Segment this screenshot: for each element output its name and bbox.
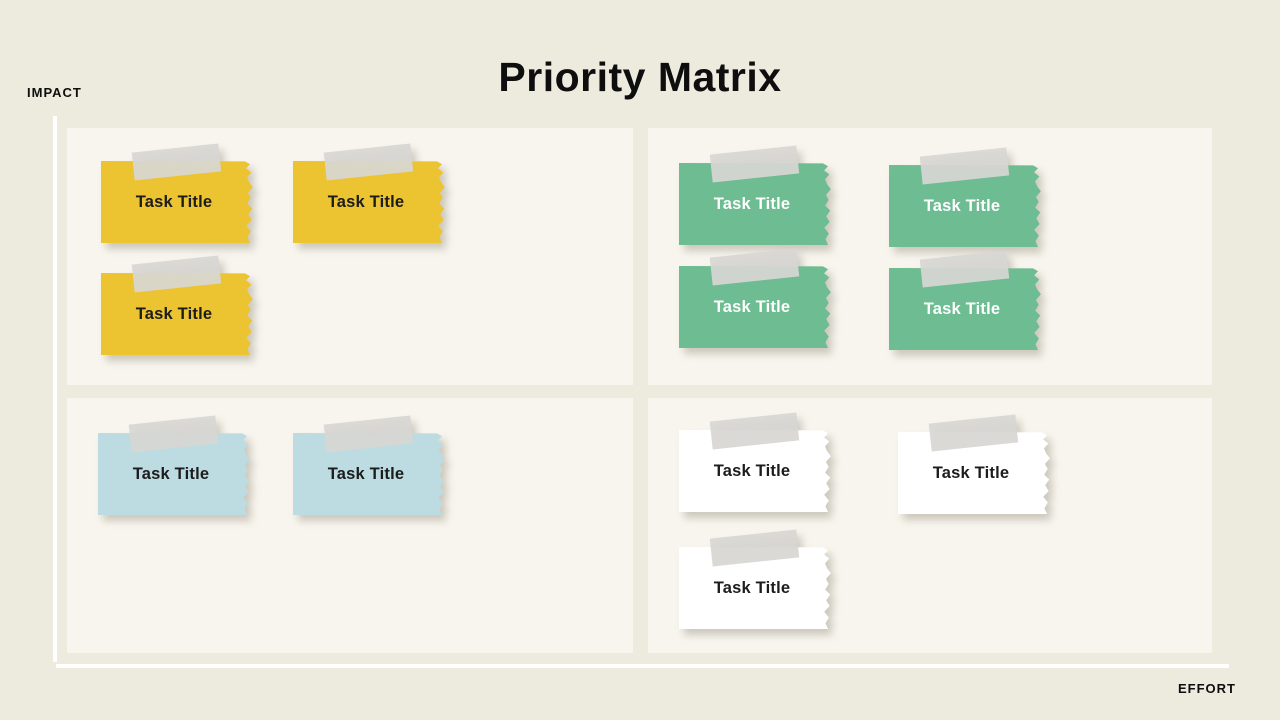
task-title-label: Task Title (932, 463, 1010, 482)
task-note[interactable]: Task Title (889, 147, 1043, 247)
impact-axis-label: IMPACT (27, 85, 82, 100)
task-note[interactable]: Task Title (293, 143, 447, 243)
task-title-label: Task Title (923, 299, 1001, 318)
task-title-label: Task Title (135, 304, 213, 323)
task-note[interactable]: Task Title (898, 414, 1052, 514)
task-title-label: Task Title (135, 192, 213, 211)
task-title-label: Task Title (713, 194, 791, 213)
note-paper: Task Title (889, 165, 1041, 247)
task-note[interactable]: Task Title (679, 248, 833, 348)
task-title-label: Task Title (713, 297, 791, 316)
note-paper: Task Title (101, 273, 253, 355)
task-note[interactable]: Task Title (679, 412, 833, 512)
task-note[interactable]: Task Title (889, 250, 1043, 350)
task-note[interactable]: Task Title (679, 145, 833, 245)
y-axis-line (53, 116, 57, 662)
note-paper: Task Title (679, 430, 831, 512)
task-title-label: Task Title (713, 461, 791, 480)
page-title: Priority Matrix (498, 54, 782, 100)
task-title-label: Task Title (713, 578, 791, 597)
task-title-label: Task Title (923, 196, 1001, 215)
task-note[interactable]: Task Title (101, 143, 255, 243)
task-title-label: Task Title (327, 192, 405, 211)
task-note[interactable]: Task Title (293, 415, 447, 515)
task-note[interactable]: Task Title (679, 529, 833, 629)
x-axis-line (56, 664, 1229, 668)
task-title-label: Task Title (327, 464, 405, 483)
task-note[interactable]: Task Title (101, 255, 255, 355)
task-note[interactable]: Task Title (98, 415, 252, 515)
task-title-label: Task Title (132, 464, 210, 483)
effort-axis-label: EFFORT (1178, 681, 1236, 696)
